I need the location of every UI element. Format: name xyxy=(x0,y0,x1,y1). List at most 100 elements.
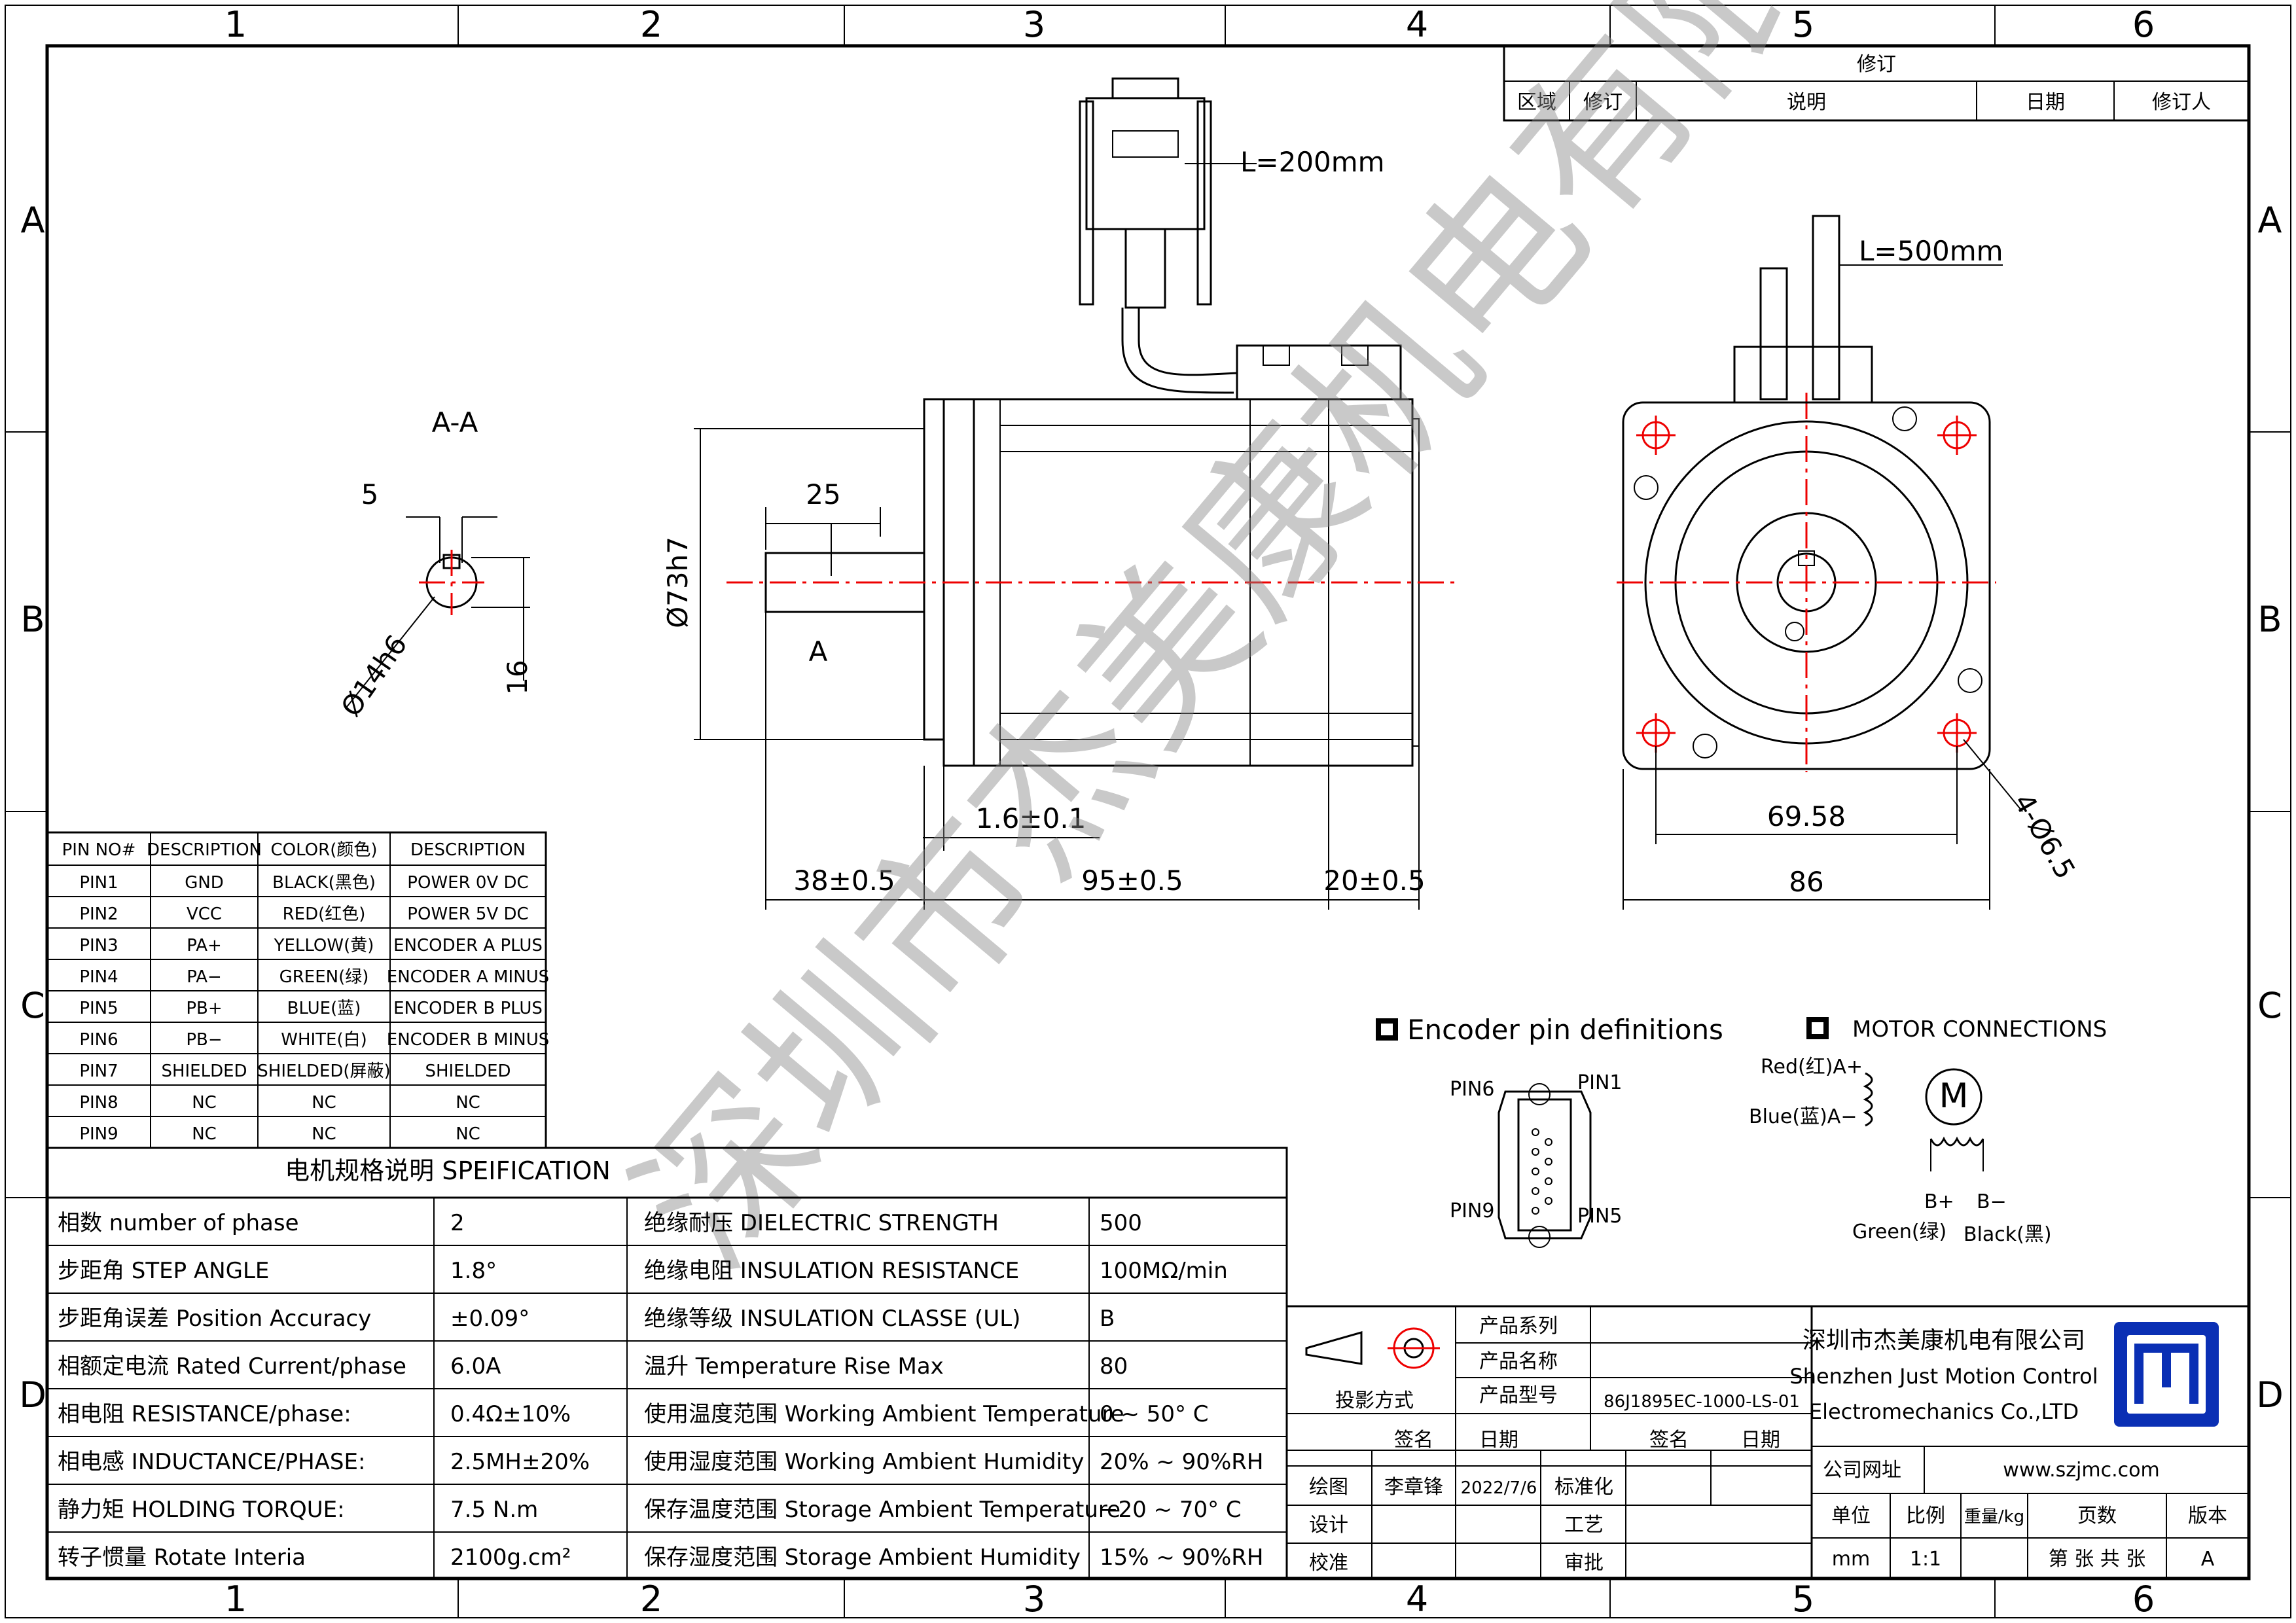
section-label: A-A xyxy=(432,406,478,438)
spec-table-cell: ±0.09° xyxy=(450,1306,529,1332)
tb-company-cn: 深圳市杰美康机电有限公司 xyxy=(1803,1327,2085,1354)
pin-table xyxy=(46,831,547,1149)
tb-check: 校准 xyxy=(1309,1552,1348,1575)
spec-table-cell: 相数 number of phase xyxy=(58,1210,299,1236)
flange-size-dim: 86 xyxy=(1789,866,1823,898)
spec-title: 电机规格说明 SPEIFICATION xyxy=(285,1156,611,1185)
col-label-5-bottom: 5 xyxy=(1792,1578,1814,1620)
pin-table-cell: BLUE(蓝) xyxy=(287,999,361,1018)
row-label-d: D xyxy=(19,1374,46,1416)
spec-table-cell: 绝缘耐压 DIELECTRIC STRENGTH xyxy=(644,1210,999,1236)
motor-bplus-label: B+ xyxy=(1924,1190,1954,1213)
motor-cable-length: L=500mm xyxy=(1859,235,2003,267)
spec-table-cell: 80 xyxy=(1100,1353,1128,1380)
encoder-pin9-label: PIN9 xyxy=(1450,1200,1494,1222)
tb-scale: 比例 xyxy=(1906,1505,1945,1527)
pin-table-cell: RED(红色) xyxy=(283,904,366,924)
col-label-1-bottom: 1 xyxy=(224,1578,247,1620)
pin-table-header: DESCRIPTION xyxy=(410,840,526,860)
pin-table-cell: PIN9 xyxy=(79,1124,118,1144)
motor-connections: MOTOR CONNECTIONS M Red(红)A+ Blue(蓝)A− B… xyxy=(1749,1016,2107,1246)
pin-table-cell: PIN4 xyxy=(79,967,118,987)
spec-table-cell: 15% ~ 90%RH xyxy=(1100,1544,1263,1571)
tb-product-name: 产品名称 xyxy=(1479,1350,1558,1373)
encoder-def-title: Encoder pin definitions xyxy=(1407,1014,1723,1046)
row-label-d-right: D xyxy=(2256,1374,2284,1416)
row-label-b: B xyxy=(20,599,45,640)
pin-table-cell: POWER 0V DC xyxy=(407,873,528,893)
pin-table-cell: PIN8 xyxy=(79,1093,118,1113)
pin-table-cell: POWER 5V DC xyxy=(407,904,528,924)
tb-version-value: A xyxy=(2201,1548,2215,1571)
spec-table-cell: 保存湿度范围 Storage Ambient Humidity xyxy=(644,1544,1081,1571)
pin-table-cell: ENCODER B PLUS xyxy=(393,999,543,1018)
tb-website[interactable]: www.szjmc.com xyxy=(2003,1459,2159,1482)
pin-table-cell: YELLOW(黄) xyxy=(274,936,374,955)
spec-table-cell: 0.4Ω±10% xyxy=(450,1401,571,1427)
col-label-4: 4 xyxy=(1406,4,1428,45)
body-dia-dim: Ø73h7 xyxy=(662,537,694,628)
title-block: 产品系列 投影方式 产品名称 产品型号 86J1895EC-1000-LS-01… xyxy=(1285,1305,2250,1580)
revision-header-desc: 说明 xyxy=(1787,91,1826,114)
motor-black-wire: Black(黑) xyxy=(1964,1223,2052,1246)
spec-table-cell: 6.0A xyxy=(450,1353,501,1380)
spec-table-cell: 步距角误差 Position Accuracy xyxy=(58,1306,371,1332)
encoder-pin6-label: PIN6 xyxy=(1450,1078,1494,1101)
motor-conn-title: MOTOR CONNECTIONS xyxy=(1852,1016,2107,1043)
body-length-dim: 95±0.5 xyxy=(1081,865,1183,897)
row-label-c-right: C xyxy=(2257,985,2282,1026)
tb-date: 日期 xyxy=(1479,1429,1518,1452)
revision-header-date: 日期 xyxy=(2026,91,2065,114)
tb-product-model: 产品型号 xyxy=(1479,1384,1558,1407)
section-key-height: 16 xyxy=(501,660,533,694)
tb-weight: 重量/kg xyxy=(1964,1507,2024,1527)
tb-pages-value: 第 张 共 张 xyxy=(2049,1548,2146,1571)
spec-table-cell: 相电阻 RESISTANCE/phase: xyxy=(58,1401,351,1427)
motor-symbol: M xyxy=(1939,1077,1969,1116)
pin-table-cell: PIN7 xyxy=(79,1061,118,1081)
spec-table-cell: 1.8° xyxy=(450,1258,497,1284)
pin-table-cell: VCC xyxy=(187,904,222,924)
pin-table-cell: SHIELDED xyxy=(425,1061,511,1081)
section-key-width: 5 xyxy=(361,478,379,510)
revision-header-area: 区域 xyxy=(1517,91,1556,114)
pin-table-cell: NC xyxy=(456,1093,480,1113)
revision-block: 修订 区域 修订 说明 日期 修订人 xyxy=(1503,45,2250,122)
pin-table-cell: PB+ xyxy=(186,999,222,1018)
spec-table: 电机规格说明 SPEIFICATION xyxy=(46,1147,1288,1580)
spec-table-cell: 2100g.cm² xyxy=(450,1544,571,1571)
shaft-length-dim: 25 xyxy=(806,478,840,510)
pin-table-header: COLOR(颜色) xyxy=(271,840,378,860)
pin-table-cell: NC xyxy=(312,1124,336,1144)
spec-table-cell: 相额定电流 Rated Current/phase xyxy=(58,1353,406,1380)
spec-table-cell: 20% ~ 90%RH xyxy=(1100,1449,1263,1475)
tb-pages: 页数 xyxy=(2077,1505,2117,1527)
tb-draw: 绘图 xyxy=(1309,1476,1348,1499)
pin-table-header: DESCRIPTION xyxy=(147,840,262,860)
pin-table-cell: NC xyxy=(192,1124,217,1144)
pin-table-cell: PB− xyxy=(186,1030,222,1050)
tb-sign: 签名 xyxy=(1394,1429,1433,1452)
motor-red-wire: Red(红)A+ xyxy=(1761,1056,1863,1079)
tb-date2: 日期 xyxy=(1741,1429,1780,1452)
row-label-a-right: A xyxy=(2258,200,2282,241)
spec-table-cell: 2.5MH±20% xyxy=(450,1449,590,1475)
row-label-a: A xyxy=(21,200,45,241)
spec-table-cell: 温升 Temperature Rise Max xyxy=(644,1353,944,1380)
pin-table-cell: PIN1 xyxy=(79,873,118,893)
section-shaft-dia: Ø14h6 xyxy=(334,629,413,722)
col-label-5: 5 xyxy=(1792,4,1814,45)
encoder-cable-length: L=200mm xyxy=(1240,146,1385,178)
section-aa: A-A 5 16 Ø14h6 xyxy=(334,406,533,722)
tb-version: 版本 xyxy=(2188,1505,2227,1527)
spec-table-cell: −20 ~ 70° C xyxy=(1100,1497,1242,1523)
col-label-6: 6 xyxy=(2132,4,2155,45)
side-view: 25 A Ø73h7 L=200mm xyxy=(662,77,1460,910)
spec-table-cell: 7.5 N.m xyxy=(450,1497,538,1523)
tb-process: 工艺 xyxy=(1564,1514,1604,1537)
pin-table-header: PIN NO# xyxy=(62,840,136,860)
tb-approve: 审批 xyxy=(1564,1552,1604,1575)
encoder-pin-definitions: Encoder pin definitions PIN6 PIN1 PIN9 P… xyxy=(1376,1014,1723,1248)
shaft-extension-dim: 38±0.5 xyxy=(793,865,895,897)
col-label-2: 2 xyxy=(640,4,662,45)
